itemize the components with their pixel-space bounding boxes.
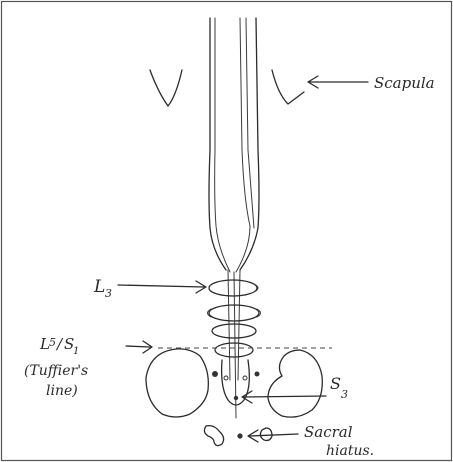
psis-right — [255, 372, 260, 377]
spine-inner-mid — [246, 18, 254, 228]
l5s1-label-5: 5 — [49, 336, 56, 349]
l5s1-label-slash: / — [55, 335, 64, 353]
l4-processes — [208, 309, 261, 317]
right-ilium — [268, 350, 322, 417]
s3-label-sub: 3 — [341, 388, 348, 401]
tuffier-label-line1: (Tuffier's — [24, 363, 88, 379]
l3-label-sub: 3 — [105, 287, 112, 300]
left-scapula — [150, 70, 182, 106]
scapula-arrow — [308, 76, 368, 88]
sacral-hiatus-label-line1: Sacral — [304, 423, 353, 441]
sacral-hiatus-arrow — [248, 430, 298, 442]
canal-line-right — [238, 270, 240, 380]
tuffier-label-line2: line) — [46, 383, 78, 399]
l5s1-label-1: 1 — [73, 346, 79, 357]
s3-label-main: S — [330, 374, 341, 393]
l3-label-main: L — [93, 277, 105, 297]
psis-left — [212, 371, 218, 377]
l3-label: L 3 — [93, 277, 112, 300]
l5s1-label: L 5 / S 1 — [39, 335, 79, 357]
s3-dot — [234, 396, 238, 400]
scapula-label: Scapula — [374, 74, 435, 92]
right-scapula — [272, 70, 304, 104]
spine-outer-left — [209, 18, 226, 270]
sacral-hiatus-dot — [237, 433, 242, 438]
spine-inner-left — [215, 18, 230, 272]
coccyx-right-piece — [260, 428, 272, 441]
vertebra-s1 — [215, 343, 253, 357]
l3-arrow — [118, 281, 206, 293]
sacral-foramen-left — [224, 376, 228, 380]
vertebra-l3 — [209, 280, 257, 296]
sacral-hiatus-label-line2: hiatus. — [326, 443, 374, 459]
left-ilium — [146, 349, 208, 417]
coccyx-left-piece — [204, 426, 223, 446]
s3-label: S 3 — [330, 374, 348, 401]
canal-line-left — [228, 270, 230, 380]
s3-arrow — [242, 391, 326, 403]
l3-processes — [209, 284, 258, 292]
l5s1-arrow — [126, 341, 152, 353]
vertebra-l5 — [212, 324, 256, 338]
sacral-foramen-right — [243, 376, 247, 380]
